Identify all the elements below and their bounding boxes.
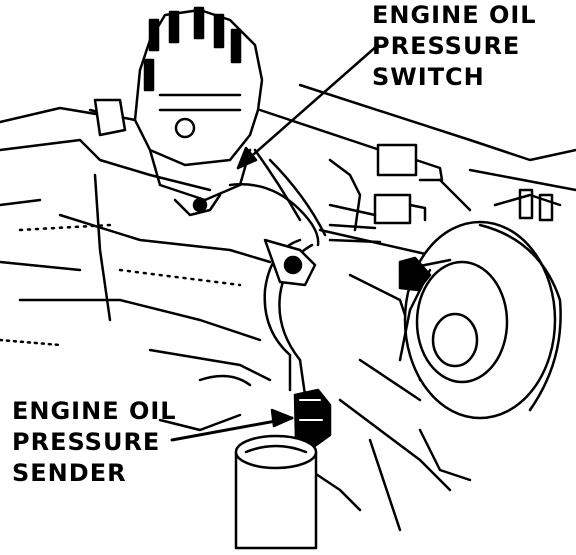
relay-connectors <box>328 143 562 244</box>
oil-filter <box>234 434 318 550</box>
sender-label-line-3: SENDER <box>12 459 127 487</box>
engine-oil-pressure-sender-label: ENGINE OIL PRESSURE SENDER <box>12 396 177 489</box>
switch-label-line-2: PRESSURE <box>372 32 521 60</box>
sender-leader-arrow <box>170 408 294 442</box>
switch-label-line-3: SWITCH <box>372 63 485 91</box>
distributor <box>88 6 264 217</box>
brake-booster <box>398 220 562 420</box>
oil-pressure-switch <box>263 238 317 287</box>
engine-oil-pressure-switch-label: ENGINE OIL PRESSURE SWITCH <box>372 0 537 93</box>
switch-label-line-1: ENGINE OIL <box>372 1 537 29</box>
switch-leader-arrow <box>236 43 380 170</box>
sender-label-line-2: PRESSURE <box>12 428 161 456</box>
sender-label-line-1: ENGINE OIL <box>12 397 177 425</box>
